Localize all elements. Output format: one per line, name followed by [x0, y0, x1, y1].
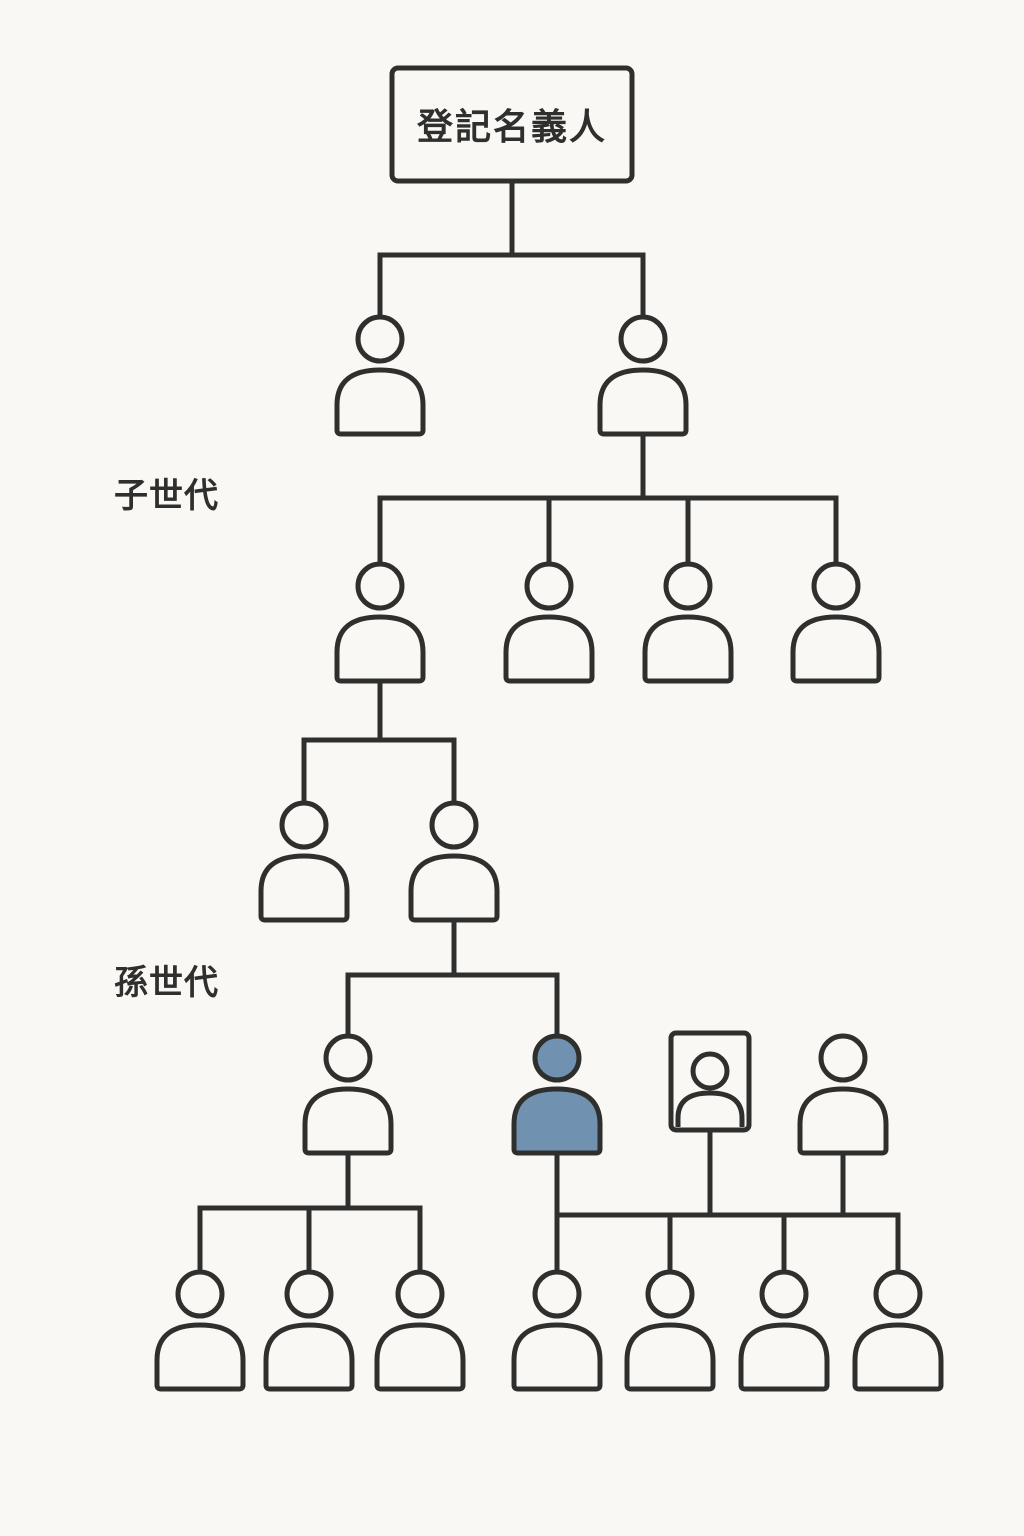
- person-icon: [302, 1033, 394, 1156]
- person-head: [759, 1269, 809, 1319]
- portrait-icon: [668, 1030, 752, 1133]
- person-icon: [334, 561, 426, 684]
- children-generation-label: 子世代: [114, 476, 219, 516]
- person-icon: [334, 314, 426, 437]
- person-body: [503, 614, 595, 684]
- person-icon: [258, 800, 350, 923]
- person-body: [408, 853, 500, 923]
- person-icon: [374, 1269, 466, 1392]
- person-icon: [503, 561, 595, 684]
- person-icon: [408, 800, 500, 923]
- person-icon: [738, 1269, 830, 1392]
- root-node: 登記名義人: [389, 65, 635, 184]
- portrait-person-body: [675, 1090, 745, 1127]
- person-body: [334, 367, 426, 437]
- person-icon: [597, 314, 689, 437]
- person-body: [597, 367, 689, 437]
- person-icon: [790, 561, 882, 684]
- person-icon: [852, 1269, 944, 1392]
- person-icon: [154, 1269, 246, 1392]
- grandchildren-generation-label: 孫世代: [114, 963, 219, 1003]
- person-icon: [263, 1269, 355, 1392]
- person-head: [873, 1269, 923, 1319]
- person-head: [355, 561, 405, 611]
- person-head: [175, 1269, 225, 1319]
- person-icon: [797, 1033, 889, 1156]
- person-body: [642, 614, 734, 684]
- portrait-person-head: [690, 1051, 730, 1091]
- person-head: [532, 1033, 582, 1083]
- person-head: [355, 314, 405, 364]
- connector-lines: [197, 178, 901, 1274]
- person-body: [154, 1322, 246, 1392]
- person-icon: [511, 1269, 603, 1392]
- person-body: [511, 1086, 603, 1156]
- person-body: [790, 614, 882, 684]
- person-head: [618, 314, 668, 364]
- person-body: [302, 1086, 394, 1156]
- person-head: [323, 1033, 373, 1083]
- person-body: [258, 853, 350, 923]
- person-head: [429, 800, 479, 850]
- person-body: [852, 1322, 944, 1392]
- person-head: [395, 1269, 445, 1319]
- root-box: [389, 65, 635, 184]
- person-head: [818, 1033, 868, 1083]
- person-body: [334, 614, 426, 684]
- person-icon: [624, 1269, 716, 1392]
- person-head: [811, 561, 861, 611]
- person-body: [738, 1322, 830, 1392]
- person-head: [663, 561, 713, 611]
- person-head: [284, 1269, 334, 1319]
- person-head: [524, 561, 574, 611]
- person-body: [624, 1322, 716, 1392]
- root-label: 登記名義人: [416, 107, 607, 148]
- person-head: [532, 1269, 582, 1319]
- person-head: [279, 800, 329, 850]
- person-icon: [642, 561, 734, 684]
- person-body: [797, 1086, 889, 1156]
- person-nodes: [154, 314, 944, 1392]
- person-head: [645, 1269, 695, 1319]
- person-body: [263, 1322, 355, 1392]
- person-body: [511, 1322, 603, 1392]
- person-body: [374, 1322, 466, 1392]
- highlighted-person-icon: [511, 1033, 603, 1156]
